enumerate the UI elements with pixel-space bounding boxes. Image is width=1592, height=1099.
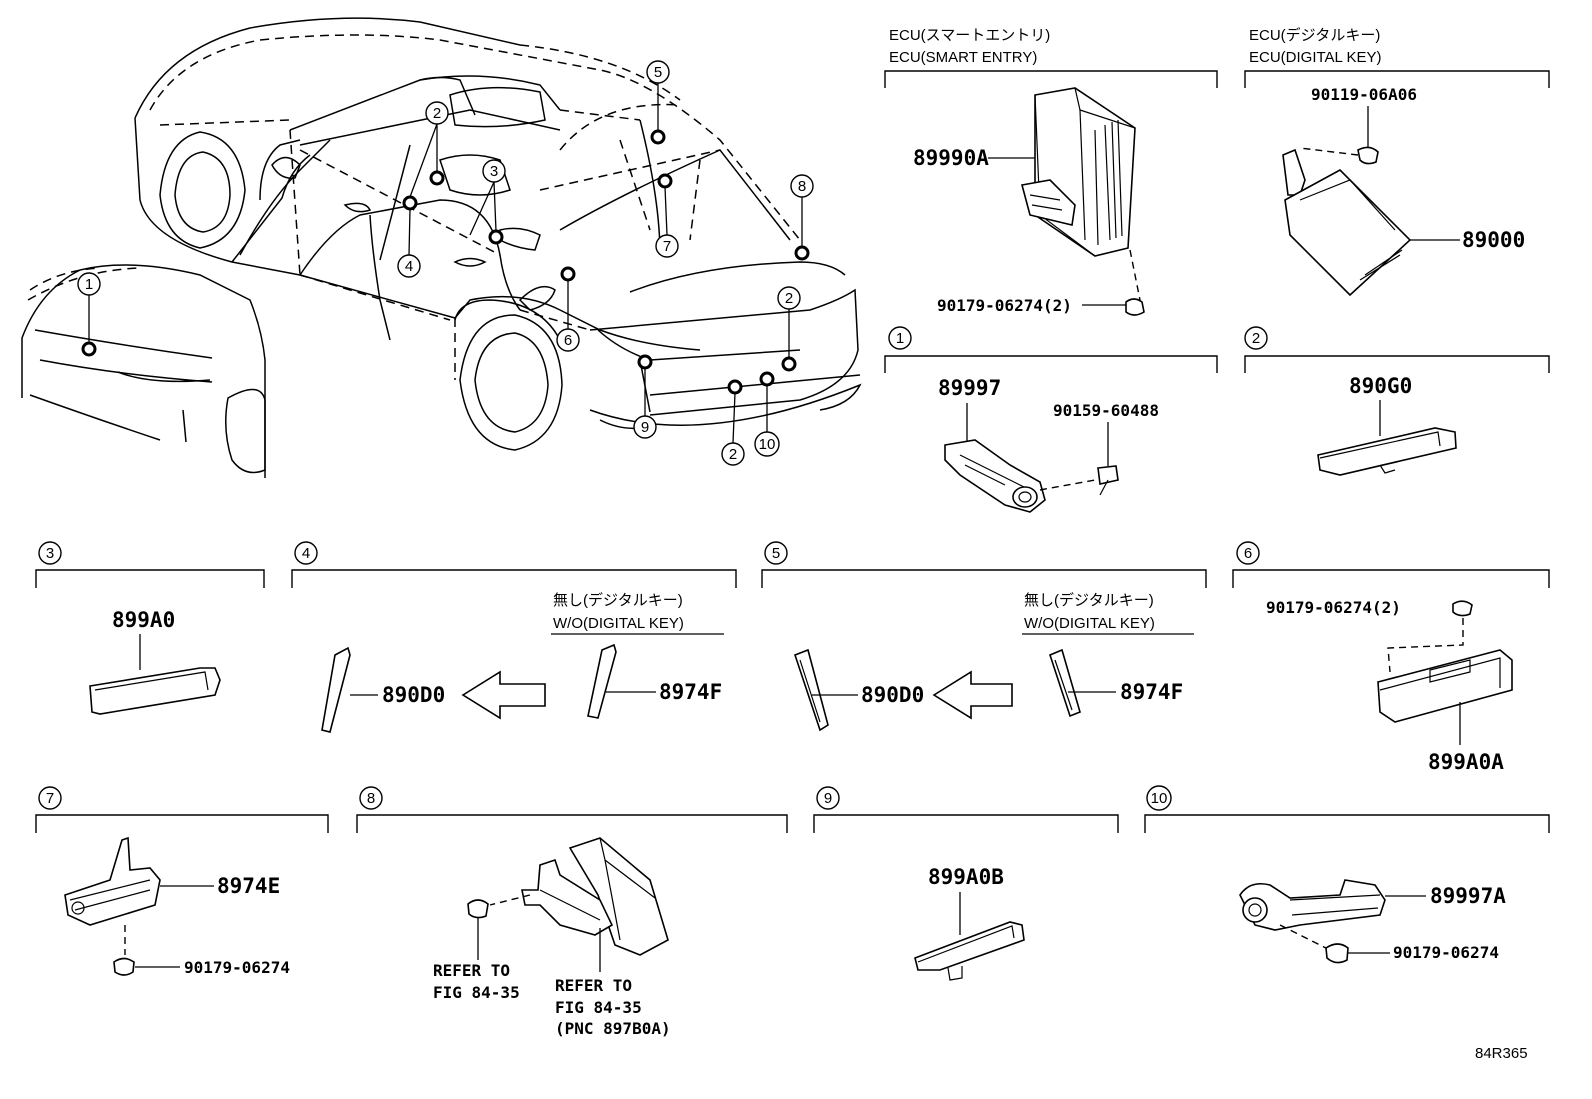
vehicle-callout-1: 1 (77, 272, 101, 296)
section-3-part-number: 899A0 (112, 608, 175, 632)
svg-text:4: 4 (405, 258, 413, 275)
section-4-old-part-number: 8974F (659, 680, 722, 704)
section-9-part-number: 899A0B (928, 865, 1004, 889)
section-3-callout: 3 (38, 541, 62, 565)
ecu-smart-entry-nut-number: 90179-06274(2) (937, 296, 1072, 315)
ecu-smart-entry-drawing (988, 87, 1145, 316)
section-8-ref2-line2: FIG 84-35 (555, 998, 642, 1017)
vehicle-illustration (21, 17, 862, 478)
vehicle-callout-10: 10 (754, 431, 780, 457)
svg-text:6: 6 (564, 332, 572, 349)
section-1-screw-number: 90159-60488 (1053, 401, 1159, 420)
vehicle-callout-9: 9 (633, 415, 657, 439)
svg-text:4: 4 (302, 545, 310, 562)
svg-text:5: 5 (654, 64, 662, 81)
vehicle-callout-8: 8 (790, 174, 814, 198)
section-6: 6 90179-06274(2) 899A0A (1232, 541, 1550, 774)
ecu-smart-entry-section: ECU(スマートエントリ) ECU(SMART ENTRY) 89990A 90… (884, 27, 1218, 316)
ecu-smart-entry-title-en: ECU(SMART ENTRY) (889, 49, 1037, 66)
section-7: 7 8974E 90179-06274 (35, 786, 329, 977)
ecu-digital-key-drawing (1282, 106, 1460, 297)
section-4-note-en: W/O(DIGITAL KEY) (553, 615, 684, 632)
svg-text:9: 9 (641, 419, 649, 436)
vehicle-callouts: 1 2 3 4 5 7 8 6 9 2 2 10 (77, 60, 814, 466)
vehicle-callout-6: 6 (556, 328, 580, 352)
sensor-markers (81, 129, 810, 395)
section-2-part-number: 890G0 (1349, 374, 1412, 398)
vehicle-callout-3: 3 (482, 159, 506, 183)
section-5-new-part-number: 890D0 (861, 683, 924, 707)
diagram-id: 84R365 (1475, 1045, 1528, 1062)
vehicle-callout-5: 5 (646, 60, 670, 84)
section-8-ref2-line3: (PNC 897B0A) (555, 1019, 671, 1038)
section-5-callout: 5 (764, 541, 788, 565)
section-2-callout: 2 (1244, 326, 1268, 350)
svg-text:2: 2 (1252, 330, 1260, 347)
section-7-callout: 7 (38, 786, 62, 810)
section-1-callout: 1 (888, 326, 912, 350)
section-10: 10 89997A 90179-06274 (1144, 785, 1550, 964)
ecu-digital-key-section: ECU(デジタルキー) ECU(DIGITAL KEY) 90119-06A06… (1244, 26, 1550, 297)
section-6-nut-number: 90179-06274(2) (1266, 598, 1401, 617)
ecu-digital-key-part-number: 89000 (1462, 228, 1525, 252)
svg-text:7: 7 (46, 790, 54, 807)
ecu-digital-key-title-jp: ECU(デジタルキー) (1249, 26, 1380, 44)
section-6-part-number: 899A0A (1428, 750, 1504, 774)
section-5: 5 無し(デジタルキー) W/O(DIGITAL KEY) 890D0 8974… (761, 541, 1207, 732)
section-8-ref2-line1: REFER TO (555, 976, 632, 995)
section-10-callout: 10 (1146, 785, 1172, 811)
ecu-smart-entry-title-jp: ECU(スマートエントリ) (889, 27, 1050, 44)
svg-text:1: 1 (896, 330, 904, 347)
vehicle-callout-leaders (88, 83, 803, 444)
section-1: 1 89997 90159-60488 (884, 326, 1218, 513)
section-4-note-jp: 無し(デジタルキー) (553, 591, 683, 609)
svg-text:6: 6 (1244, 545, 1252, 562)
svg-text:7: 7 (663, 238, 671, 255)
section-8-callout: 8 (359, 786, 383, 810)
section-3: 3 899A0 (35, 541, 265, 715)
svg-text:9: 9 (824, 790, 832, 807)
vehicle-callout-2b: 2 (777, 286, 801, 310)
svg-text:5: 5 (772, 545, 780, 562)
svg-text:3: 3 (490, 163, 498, 180)
section-8-ref1-line1: REFER TO (433, 961, 510, 980)
section-9-callout: 9 (816, 786, 840, 810)
vehicle-callout-2a: 2 (425, 101, 449, 125)
section-1-part-number: 89997 (938, 376, 1001, 400)
section-5-note-en: W/O(DIGITAL KEY) (1024, 615, 1155, 632)
section-10-nut-number: 90179-06274 (1393, 943, 1499, 962)
svg-text:2: 2 (785, 290, 793, 307)
section-7-part-number: 8974E (217, 874, 280, 898)
svg-text:8: 8 (798, 178, 806, 195)
vehicle-callout-2c: 2 (721, 442, 745, 466)
ecu-digital-key-bolt-number: 90119-06A06 (1311, 85, 1417, 104)
section-4: 4 無し(デジタルキー) W/O(DIGITAL KEY) 890D0 8974… (291, 541, 737, 733)
section-8: 8 REFER TO FIG 84-35 REFER TO FIG 84-35 … (356, 786, 788, 1038)
section-9: 9 899A0B (813, 786, 1119, 981)
svg-text:3: 3 (46, 545, 54, 562)
section-2: 2 890G0 (1244, 326, 1550, 476)
vehicle-callout-4: 4 (397, 254, 421, 278)
svg-text:10: 10 (1151, 790, 1168, 807)
section-6-callout: 6 (1236, 541, 1260, 565)
svg-text:10: 10 (759, 436, 776, 453)
section-8-ref1-line2: FIG 84-35 (433, 983, 520, 1002)
section-4-callout: 4 (294, 541, 318, 565)
section-10-part-number: 89997A (1430, 884, 1506, 908)
svg-text:1: 1 (85, 276, 93, 293)
section-7-nut-number: 90179-06274 (184, 958, 290, 977)
ecu-smart-entry-part-number: 89990A (913, 146, 989, 170)
vehicle-callout-7: 7 (655, 234, 679, 258)
section-5-superseded-arrow (932, 670, 1013, 720)
svg-text:8: 8 (367, 790, 375, 807)
section-4-superseded-arrow (461, 670, 546, 720)
ecu-digital-key-title-en: ECU(DIGITAL KEY) (1249, 49, 1382, 66)
section-5-old-part-number: 8974F (1120, 680, 1183, 704)
section-5-note-jp: 無し(デジタルキー) (1024, 591, 1154, 609)
svg-text:2: 2 (729, 446, 737, 463)
section-4-new-part-number: 890D0 (382, 683, 445, 707)
svg-text:2: 2 (433, 105, 441, 122)
